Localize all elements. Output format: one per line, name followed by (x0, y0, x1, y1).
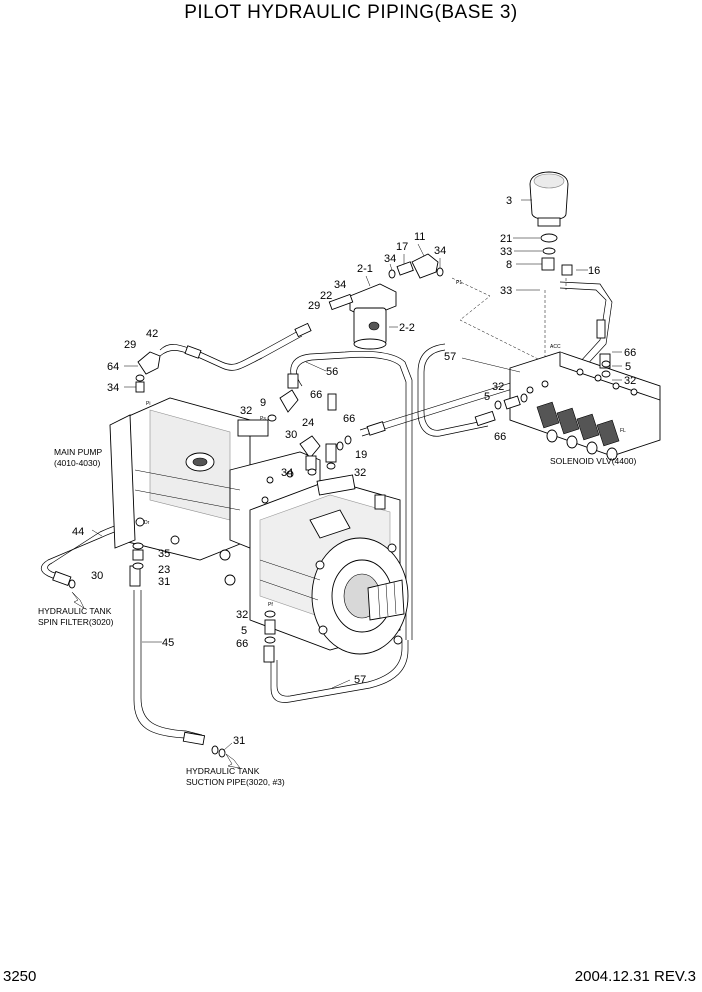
accumulator (529, 171, 573, 276)
callout: 66 (624, 347, 636, 359)
callout: 34 (281, 467, 293, 479)
callout: 29 (308, 300, 320, 312)
line-filter (328, 283, 397, 350)
callout: 66 (310, 389, 322, 401)
port-mark-dr: Dr (144, 520, 150, 526)
callout: 19 (355, 449, 367, 461)
port-mark-p1: P1 (456, 280, 462, 286)
elbow-fittings-top (388, 253, 444, 279)
callout: 66 (236, 638, 248, 650)
port-mark-acc: ACC (550, 344, 561, 350)
callout: 8 (506, 259, 512, 271)
callout: 32 (492, 381, 504, 393)
page-title: PILOT HYDRAULIC PIPING(BASE 3) (184, 2, 518, 23)
callout: 64 (107, 361, 119, 373)
caption-suction-pipe-code: SUCTION PIPE(3020, #3) (186, 777, 285, 787)
solenoid-coils (536, 401, 620, 461)
caption-solenoid-valve: SOLENOID VLV(4400) (550, 456, 636, 466)
callout: 3 (506, 195, 512, 207)
caption-spin-filter: HYDRAULIC TANK (38, 606, 112, 616)
callout: 57 (444, 351, 456, 363)
callout: 9 (260, 397, 266, 409)
date-revision: 2004.12.31 REV.3 (574, 968, 696, 985)
callout: 29 (124, 339, 136, 351)
callout: 33 (500, 246, 512, 258)
port-mark-fl: FL (620, 428, 626, 434)
callout: 17 (396, 241, 408, 253)
callout: 34 (384, 253, 396, 265)
callout: 22 (320, 290, 332, 302)
callout: 30 (285, 429, 297, 441)
callout: 31 (233, 735, 245, 747)
callout: 11 (414, 231, 425, 243)
callout: 34 (434, 245, 446, 257)
callout: 45 (162, 637, 174, 649)
callout: 56 (326, 366, 338, 378)
port-mark-ps: Ps (260, 416, 266, 422)
callout: 2-1 (357, 263, 373, 275)
callout: 32 (354, 467, 366, 479)
callout: 31 (158, 576, 170, 588)
callout: 34 (334, 279, 346, 291)
callout: 32 (624, 375, 636, 387)
port-marks: P1 ACC Pi Ps FL Dr Pf (144, 280, 626, 608)
solenoid-valve (509, 351, 661, 461)
callouts: 3 21 33 8 16 33 11 17 34 34 2-1 34 22 29… (72, 195, 636, 747)
callout: 5 (484, 391, 490, 403)
callout: 24 (302, 417, 314, 429)
hose-fittings (52, 319, 606, 746)
caption-main-pump: MAIN PUMP (54, 447, 103, 457)
caption-main-pump-code: (4010-4030) (54, 458, 100, 468)
callout: 35 (158, 548, 170, 560)
leader-lines (91, 199, 622, 751)
callout: 23 (158, 564, 170, 576)
caption-spin-filter-code: SPIN FILTER(3020) (38, 617, 114, 627)
callout: 33 (500, 285, 512, 297)
callout: 30 (91, 570, 103, 582)
callout: 44 (72, 526, 84, 538)
main-pump (109, 397, 409, 655)
small-fittings (68, 351, 611, 769)
page-number: 3250 (3, 968, 37, 985)
callout: 66 (343, 413, 355, 425)
port-mark-pf: Pf (268, 602, 273, 608)
port-mark-pi: Pi (146, 401, 150, 407)
callout: 32 (236, 609, 248, 621)
callout: 21 (500, 233, 512, 245)
callout: 16 (588, 265, 600, 277)
caption-suction-pipe: HYDRAULIC TANK (186, 766, 260, 776)
captions: MAIN PUMP (4010-4030) SOLENOID VLV(4400)… (38, 447, 636, 787)
callout: 42 (146, 328, 158, 340)
callout: 34 (107, 382, 119, 394)
callout: 66 (494, 431, 506, 443)
callout: 32 (240, 405, 252, 417)
callout: 57 (354, 674, 366, 686)
callout: 2-2 (399, 322, 415, 334)
callout: 5 (625, 361, 631, 373)
callout: 5 (241, 625, 247, 637)
